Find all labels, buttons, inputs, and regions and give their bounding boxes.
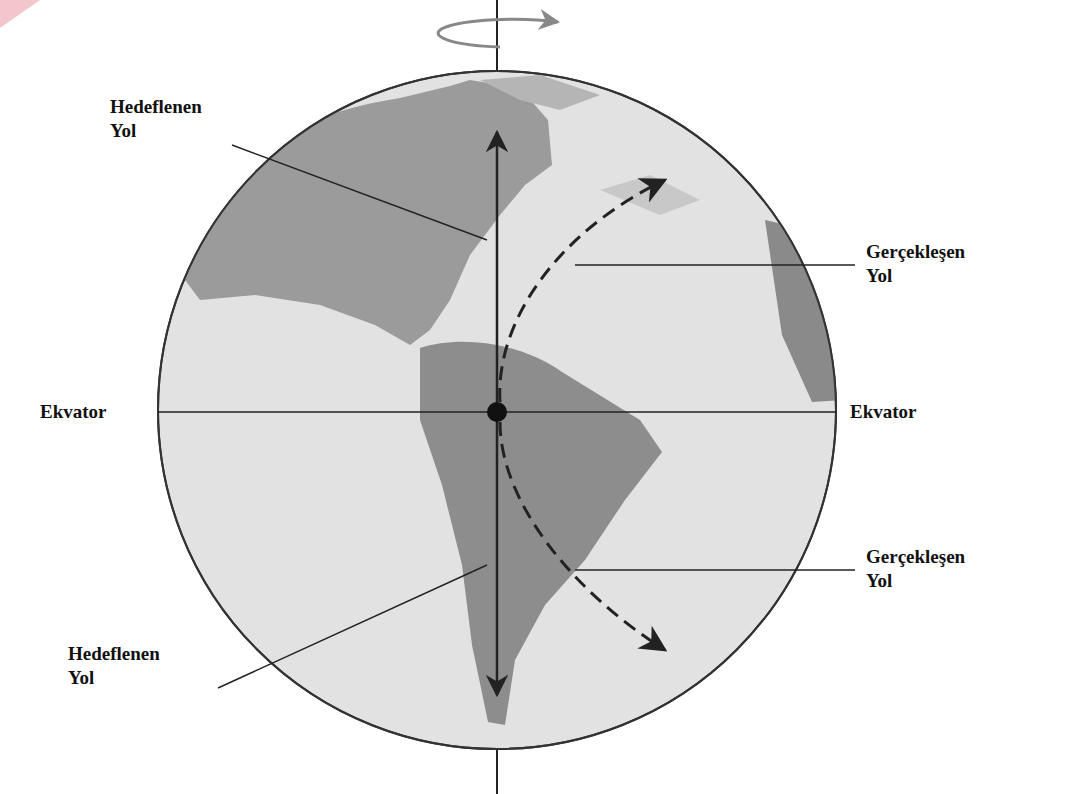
globe (158, 71, 836, 749)
intended-path-south (496, 418, 499, 695)
actual-path-south (500, 422, 665, 650)
start-point (487, 402, 507, 422)
rotation-arrow (438, 19, 558, 47)
path-label: Gerçekleşen Yol (866, 545, 965, 593)
equator-label: Ekvator (850, 400, 917, 424)
path-label: Gerçekleşen Yol (866, 240, 965, 288)
actual-path-north (500, 180, 665, 402)
continents (170, 75, 845, 725)
equator-label: Ekvator (40, 400, 107, 424)
leader-line (575, 569, 855, 571)
path-label: Hedeflenen Yol (68, 642, 160, 690)
leader-line (232, 145, 487, 240)
leader-line (218, 565, 487, 688)
leader-line (575, 264, 855, 266)
path-label: Hedeflenen Yol (110, 95, 202, 143)
intended-path-north (496, 132, 499, 405)
corner-stripe (0, 0, 40, 28)
